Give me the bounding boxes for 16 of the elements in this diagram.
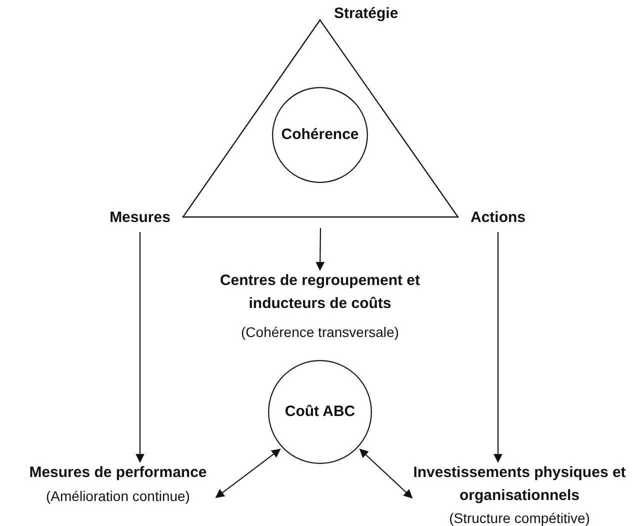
subtitle-label: (Structure compétitive) (448, 509, 591, 526)
heading-label: Centres de regroupement et inducteurs de coûts (218, 271, 422, 314)
subtitle-label: (Cohérence transversale) (240, 323, 400, 342)
heading-label: Stratégie (334, 4, 398, 24)
arrow (494, 232, 502, 463)
node-label: Cohérence (280, 125, 360, 144)
arrow (215, 448, 281, 498)
text-label: Mesures (108, 208, 172, 228)
heading-label: Mesures de performance (28, 463, 208, 483)
arrow (316, 228, 325, 271)
heading-label: Investissements physiques et organisationnels (412, 463, 627, 506)
arrow (359, 448, 413, 498)
node-label: Coût ABC (284, 402, 356, 422)
text-label: Actions (469, 208, 526, 228)
subtitle-label: (Amélioration continue) (45, 486, 191, 506)
arrow (136, 232, 144, 463)
